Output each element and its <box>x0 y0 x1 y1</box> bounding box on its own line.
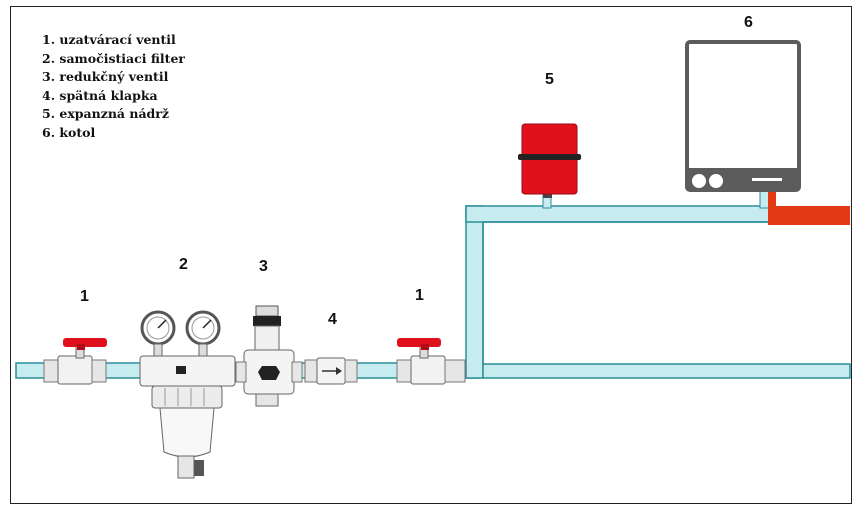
shutoff-valve-right <box>396 338 466 385</box>
legend-item-4: 4. spätná klapka <box>42 87 158 103</box>
label-filter: 2 <box>179 256 188 273</box>
label-tank: 5 <box>545 71 554 88</box>
legend-item-2: 2. samočistiaci filter <box>42 50 185 66</box>
legend-item-3: 3. redukčný ventil <box>42 69 169 84</box>
expansion-tank <box>518 123 581 198</box>
legend-item-5: 5. expanzná nádrž <box>42 106 169 121</box>
label-valve-left: 1 <box>80 288 89 305</box>
label-valve-right: 1 <box>415 287 424 304</box>
return-pipe <box>482 363 851 379</box>
boiler-outlet-pipe <box>768 190 850 225</box>
self-cleaning-filter <box>139 310 236 479</box>
legend-item-1: 1. uzatvárací ventil <box>42 32 176 47</box>
label-reducer: 3 <box>259 258 268 275</box>
label-boiler: 6 <box>744 14 753 31</box>
riser-pipe <box>465 205 484 379</box>
legend: 1. uzatvárací ventil 2. samočistiaci fil… <box>42 31 185 142</box>
check-valve <box>304 357 358 385</box>
legend-item-6: 6. kotol <box>42 124 96 140</box>
label-check-valve: 4 <box>328 311 337 328</box>
pressure-reducing-valve <box>235 305 303 407</box>
shutoff-valve-left <box>43 338 107 385</box>
boiler <box>685 40 801 192</box>
top-pipe <box>465 205 771 223</box>
boiler-pipe <box>759 189 770 209</box>
